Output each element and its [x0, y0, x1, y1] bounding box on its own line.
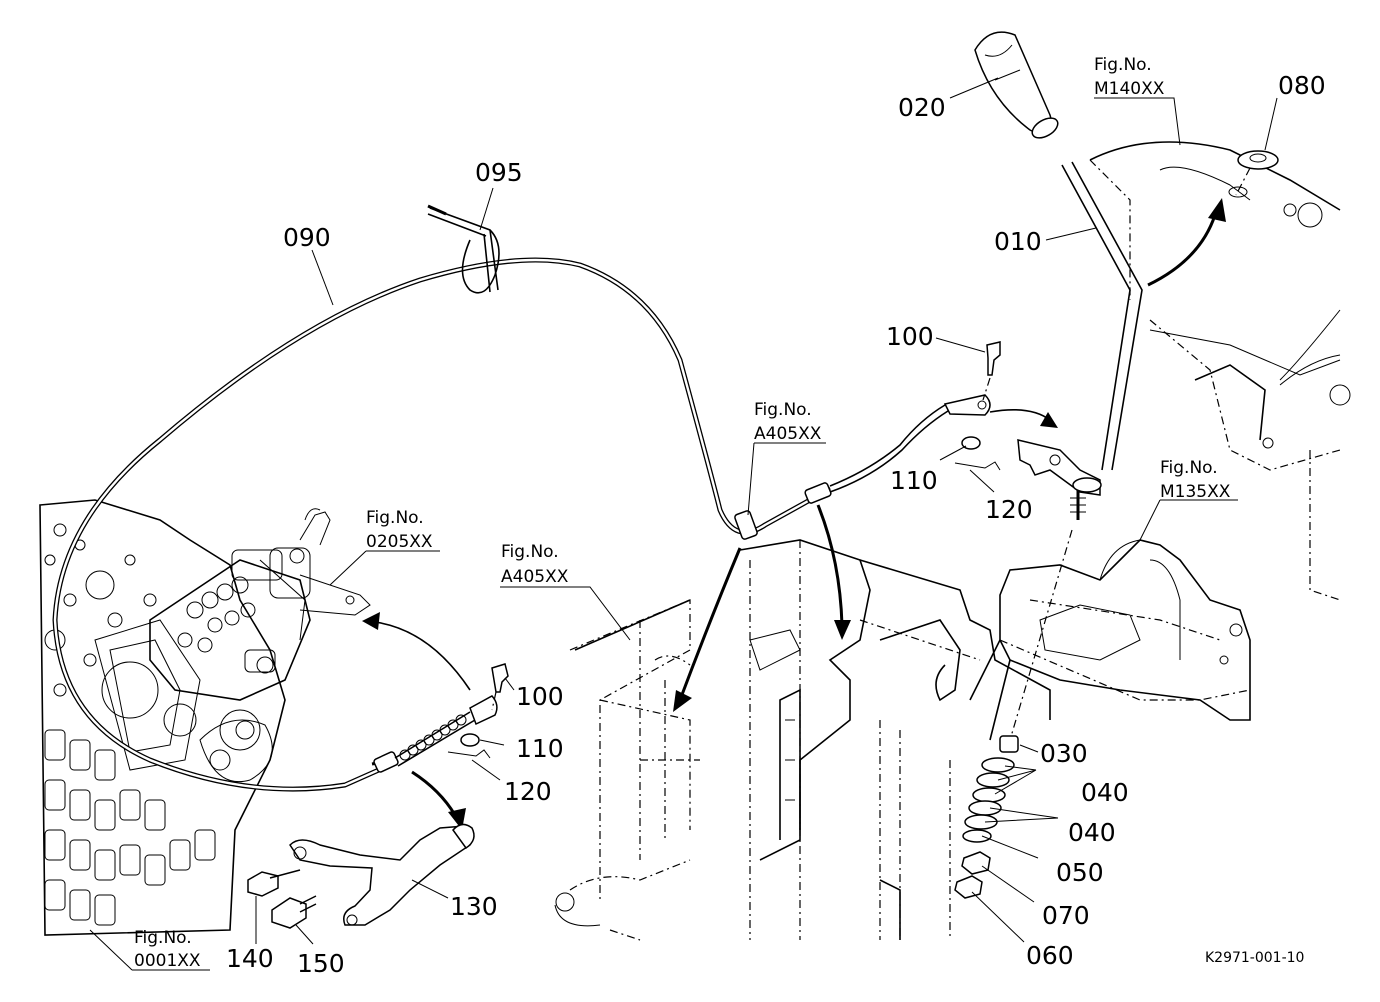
- throttle-cable: [52, 257, 991, 792]
- right-panel: [739, 539, 1051, 940]
- callout-090: 090: [283, 223, 331, 252]
- fig-ref-a405-upper-line2: A405XX: [754, 424, 822, 444]
- fig-ref-0001-line1: Fig.No.: [134, 928, 192, 948]
- callout-100-lower: 100: [516, 682, 564, 711]
- upper-pin-set: [954, 341, 1001, 471]
- callout-140: 140: [226, 944, 274, 973]
- cable-tie: [427, 204, 500, 294]
- right-frame: [969, 539, 1251, 741]
- figure-references: Fig.No. M140XX Fig.No. A405XX Fig.No. A4…: [134, 55, 1231, 971]
- fig-ref-a405-lower-line1: Fig.No.: [501, 542, 559, 562]
- callout-080: 080: [1278, 71, 1326, 100]
- grommet: [1228, 150, 1279, 198]
- fig-ref-m135-line2: M135XX: [1160, 482, 1231, 502]
- callout-110-lower: 110: [516, 734, 564, 763]
- fender: [1089, 141, 1351, 601]
- fig-ref-0205-line2: 0205XX: [366, 532, 433, 552]
- leader-lines: [89, 77, 1278, 971]
- callout-070: 070: [1042, 901, 1090, 930]
- fig-ref-a405-upper-line1: Fig.No.: [754, 400, 812, 420]
- fig-ref-0205-line1: Fig.No.: [366, 508, 424, 528]
- fig-ref-m140-line2: M140XX: [1094, 79, 1165, 99]
- callout-120-upper: 120: [985, 495, 1033, 524]
- callout-labels: 020 080 010 095 090 100 110 120 100 110 …: [226, 71, 1326, 978]
- callout-050: 050: [1056, 858, 1104, 887]
- callout-130: 130: [450, 892, 498, 921]
- callout-110-upper: 110: [890, 466, 938, 495]
- drawing-code: K2971-001-10: [1205, 950, 1304, 966]
- callout-100-upper: 100: [886, 322, 934, 351]
- callout-010: 010: [994, 227, 1042, 256]
- lower-pin-set: [447, 663, 509, 759]
- shift-lever: [974, 31, 1143, 520]
- engine-block: [39, 499, 286, 936]
- callout-060: 060: [1026, 941, 1074, 970]
- injection-pump: [149, 508, 371, 701]
- fig-ref-0001-line2: 0001XX: [134, 951, 201, 971]
- callout-095: 095: [475, 158, 523, 187]
- callout-040-a: 040: [1081, 778, 1129, 807]
- center-frame: [554, 599, 700, 941]
- spring-washers: [954, 529, 1073, 899]
- callout-150: 150: [297, 949, 345, 978]
- fig-ref-m135-line1: Fig.No.: [1160, 458, 1218, 478]
- callout-040-b: 040: [1068, 818, 1116, 847]
- governor-lever: [247, 823, 475, 929]
- callout-030: 030: [1040, 739, 1088, 768]
- fig-ref-a405-lower-line2: A405XX: [501, 567, 569, 587]
- callout-120-lower: 120: [504, 777, 552, 806]
- fig-ref-m140-line1: Fig.No.: [1094, 55, 1152, 75]
- callout-020: 020: [898, 93, 946, 122]
